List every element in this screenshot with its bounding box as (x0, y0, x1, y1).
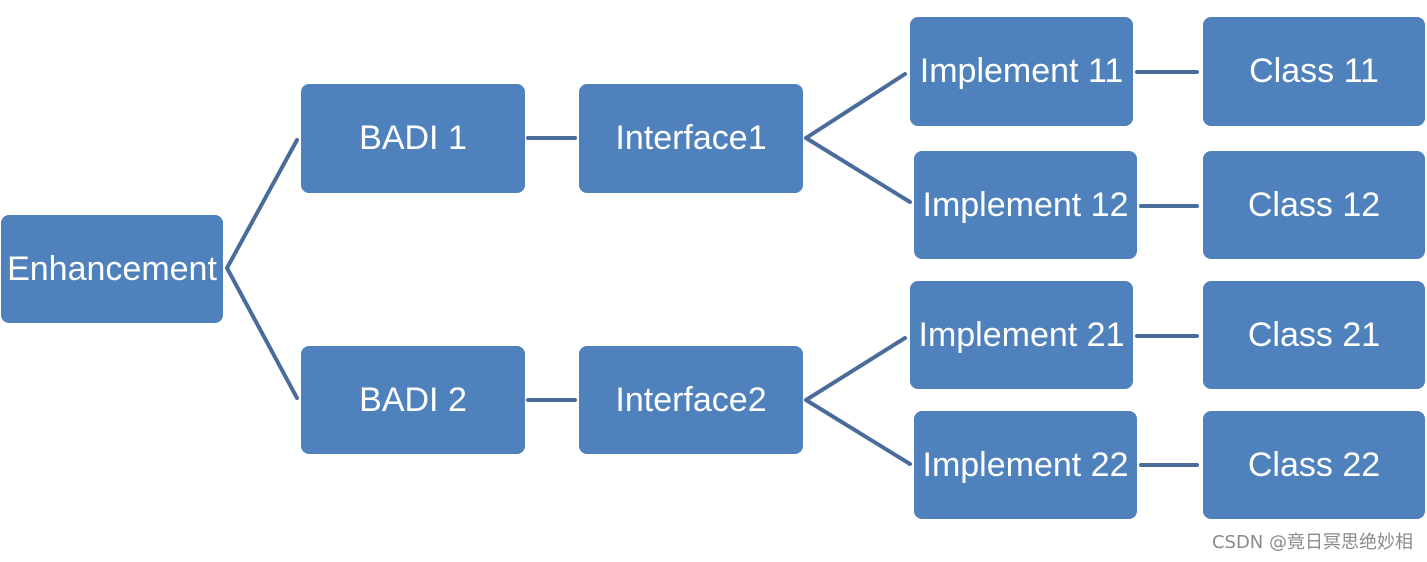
node-class12-label: Class 12 (1247, 185, 1381, 224)
node-implement12-label: Implement 12 (922, 185, 1129, 224)
node-badi2-label: BADI 2 (359, 380, 467, 419)
node-enhancement-label: Enhancement (7, 249, 217, 288)
node-implement21-label: Implement 21 (918, 315, 1125, 354)
node-class21-label: Class 21 (1247, 315, 1381, 354)
edge-interface1-implement11 (804, 72, 907, 140)
node-implement22-label: Implement 22 (922, 445, 1129, 484)
edge-enhancement-badi2 (225, 266, 299, 400)
node-implement22: Implement 22 (914, 411, 1137, 519)
node-implement11-label: Implement 11 (919, 52, 1124, 90)
edge-enhancement-badi1 (225, 138, 299, 270)
node-class22: Class 22 (1203, 411, 1425, 519)
node-class12: Class 12 (1203, 151, 1425, 259)
node-class11: Class 11 (1203, 17, 1425, 126)
node-interface2-label: Interface2 (615, 380, 767, 419)
node-class22-label: Class 22 (1247, 445, 1381, 484)
node-implement21: Implement 21 (910, 281, 1133, 389)
node-badi1: BADI 1 (301, 84, 525, 193)
node-class11-label: Class 11 (1249, 52, 1379, 90)
node-implement12: Implement 12 (914, 151, 1137, 259)
node-enhancement: Enhancement (1, 215, 223, 323)
node-class21: Class 21 (1203, 281, 1425, 389)
node-badi1-label: BADI 1 (359, 119, 467, 157)
edge-interface2-implement21 (804, 336, 907, 402)
node-implement11: Implement 11 (910, 17, 1133, 126)
edge-interface2-implement22 (804, 398, 912, 466)
node-interface2: Interface2 (579, 346, 803, 454)
node-interface1: Interface1 (579, 84, 803, 193)
edge-interface1-implement12 (804, 136, 912, 204)
node-badi2: BADI 2 (301, 346, 525, 454)
watermark: CSDN @竟日冥思绝妙相 (1211, 532, 1413, 553)
node-interface1-label: Interface1 (615, 119, 767, 157)
